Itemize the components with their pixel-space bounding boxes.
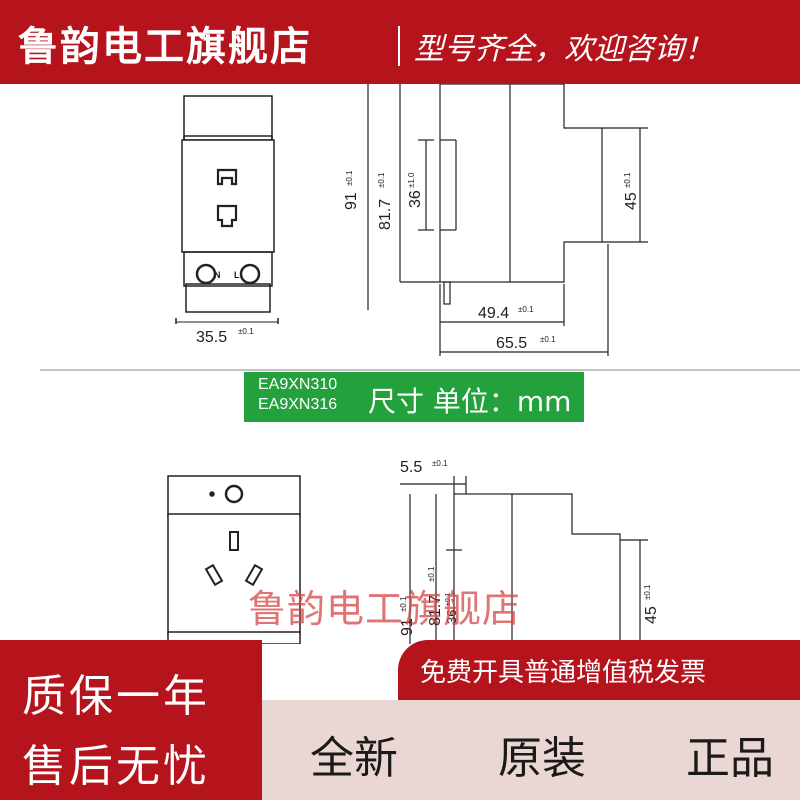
dim-height-36-top: 36 bbox=[407, 190, 424, 208]
quality-genuine: 正品 bbox=[686, 733, 774, 784]
unit-text: 尺寸 单位：mm bbox=[368, 385, 572, 418]
tol-49-4: ±0.1 bbox=[518, 305, 534, 314]
switch-n-label: N bbox=[214, 270, 221, 280]
dim-depth-49-4: 49.4 bbox=[478, 305, 509, 322]
quality-new: 全新 bbox=[310, 733, 398, 784]
dim-front-width: 35.5 bbox=[196, 329, 227, 346]
technical-drawing: N L 35.5 ±0.1 91 bbox=[40, 83, 800, 645]
model-number-1: EA9XN310 bbox=[258, 376, 338, 393]
dim-height-91-bottom: 91 bbox=[399, 618, 416, 636]
quality-original: 原装 bbox=[498, 733, 586, 784]
tol-front-width: ±0.1 bbox=[238, 327, 254, 336]
dim-depth-65-5: 65.5 bbox=[496, 335, 527, 352]
dim-5-5: 5.5 bbox=[400, 459, 422, 476]
watermark: 鲁韵电工旗舰店 bbox=[248, 587, 522, 631]
front-view-socket-3pin bbox=[167, 475, 301, 645]
tol-65-5: ±0.1 bbox=[540, 335, 556, 344]
dim-height-45-top: 45 bbox=[623, 192, 640, 210]
tol-91-top: ±0.1 bbox=[345, 170, 354, 186]
guarantee-line-2: 售后无忧 bbox=[22, 741, 210, 792]
dim-height-81-7-top: 81.7 bbox=[377, 199, 394, 230]
front-view-socket bbox=[175, 95, 279, 324]
tol-36-bottom: ±0.1 bbox=[445, 592, 452, 606]
side-view-top bbox=[367, 83, 648, 356]
slogan: 型号齐全，欢迎咨询！ bbox=[414, 32, 714, 67]
dim-height-45-bottom: 45 bbox=[643, 606, 660, 624]
tol-45-top: ±0.1 bbox=[623, 172, 632, 188]
guarantee-line-1: 质保一年 bbox=[22, 671, 210, 722]
tol-36-top: ±1.0 bbox=[407, 172, 416, 188]
tol-91-bottom: ±0.1 bbox=[399, 596, 408, 612]
header-banner: 鲁韵电工旗舰店 型号齐全，欢迎咨询！ bbox=[0, 0, 800, 84]
tol-81-7-bottom: ±0.1 bbox=[427, 566, 436, 582]
shop-name: 鲁韵电工旗舰店 bbox=[18, 24, 312, 70]
tol-5-5: ±0.1 bbox=[432, 459, 448, 468]
model-number-2: EA9XN316 bbox=[258, 396, 338, 413]
guarantee-panel: 质保一年 售后无忧 bbox=[0, 640, 262, 800]
switch-l-label: L bbox=[234, 270, 240, 280]
dimension-drawings: N L 35.5 ±0.1 91 bbox=[0, 83, 800, 645]
footer-promo: 质保一年 售后无忧 免费开具普通增值税发票 全新 原装 正品 bbox=[0, 640, 800, 800]
side-view-bottom bbox=[400, 476, 648, 645]
invoice-badge: 免费开具普通增值税发票 bbox=[398, 640, 800, 700]
model-unit-label: EA9XN310 EA9XN316 尺寸 单位：mm bbox=[244, 372, 584, 422]
banner-divider bbox=[398, 26, 400, 66]
dim-height-81-7-bottom: 81.7 bbox=[427, 595, 444, 626]
tol-45-bottom: ±0.1 bbox=[643, 584, 652, 600]
dim-height-36-bottom: 36 bbox=[444, 610, 459, 624]
invoice-text: 免费开具普通增值税发票 bbox=[420, 658, 707, 688]
tol-81-7-top: ±0.1 bbox=[377, 172, 386, 188]
quality-strip: 全新 原装 正品 bbox=[262, 700, 800, 800]
dim-height-91-top: 91 bbox=[343, 192, 360, 210]
